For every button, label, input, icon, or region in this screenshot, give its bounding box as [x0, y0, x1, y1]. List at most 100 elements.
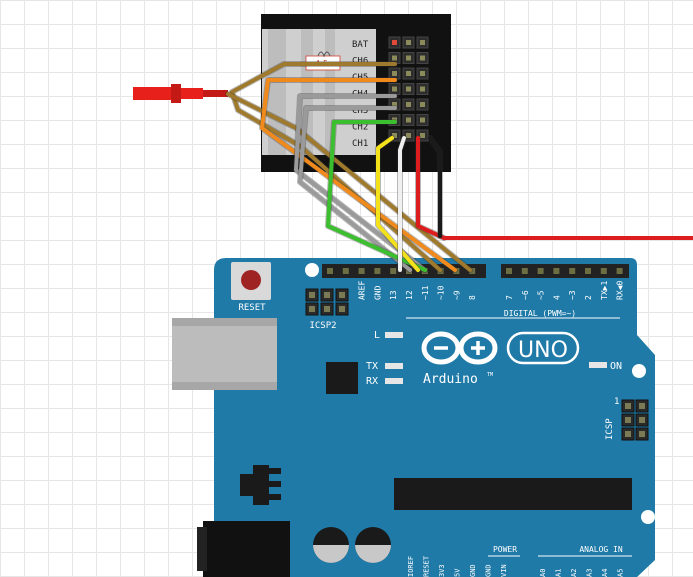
icsp-pin1-label: 1 [614, 397, 619, 407]
channel-label: BAT [352, 40, 369, 50]
reset-button[interactable] [231, 262, 271, 300]
header-pin [469, 268, 476, 274]
header-pin-label: ~3 [568, 290, 577, 300]
receiver-pin [416, 36, 429, 49]
led-on [589, 362, 607, 368]
led-rx [385, 378, 403, 384]
header-pin [358, 268, 365, 274]
wire-black [427, 135, 443, 239]
header-pin-label: ~9 [452, 290, 461, 300]
header-pin-label: 8 [468, 295, 477, 300]
mount-hole [305, 263, 319, 277]
capacitor [355, 527, 391, 563]
capacitor [313, 527, 349, 563]
header-pin [569, 268, 576, 274]
wire-ch3-gray [297, 105, 413, 273]
analog-pin-label: A2 [570, 569, 578, 577]
receiver-pin [402, 67, 415, 80]
header-pin [374, 268, 381, 274]
analog-pin-label: A1 [555, 569, 563, 577]
icsp-header [621, 399, 649, 441]
header-pin [553, 268, 560, 274]
analog-pin-label: A0 [539, 569, 547, 577]
uno-badge: UNO [506, 331, 580, 365]
power-pin-label: VIN [500, 564, 508, 577]
header-pin-label: AREF [358, 281, 367, 300]
digital-label: DIGITAL (PWM=~) [504, 309, 576, 318]
header-pin [585, 268, 591, 274]
header-pin-label: 7 [505, 295, 514, 300]
wire-ch5-orange [259, 77, 458, 273]
header-pin-label: 12 [405, 290, 414, 300]
power-pin-label: RESET [423, 555, 431, 577]
header-pin [616, 268, 623, 274]
wires [225, 61, 473, 273]
analog-pin-label: A3 [586, 569, 594, 577]
header-pin [390, 268, 397, 274]
analog-label: ANALOG IN [579, 545, 623, 554]
receiver-pin [416, 129, 429, 142]
atmega-chip [394, 478, 632, 510]
receiver-pin [402, 36, 415, 49]
header-pin-label: ~11 [421, 285, 430, 300]
power-jack [197, 521, 290, 577]
header-pin-label: 13 [389, 290, 398, 300]
mount-hole [632, 364, 646, 378]
receiver-pin [388, 83, 401, 95]
led-l-label: L [374, 330, 380, 341]
led-l [385, 332, 403, 338]
receiver-pin [416, 67, 429, 80]
led-tx [385, 363, 403, 369]
receiver-pin [416, 52, 429, 64]
header-pin [506, 268, 512, 274]
arduino-logo-icon [421, 331, 498, 365]
wire-red [415, 135, 447, 241]
wire-ch6-brown-lower [225, 91, 473, 273]
voltage-regulator [240, 465, 281, 505]
reset-label: RESET [238, 303, 266, 313]
wire-ch6-brown [229, 61, 443, 273]
wire-ch4-gray [293, 93, 428, 273]
receiver-pin [416, 83, 429, 95]
channel-label: CH3 [352, 106, 368, 116]
receiver-pin [402, 83, 415, 95]
icsp-label: ICSP [605, 418, 615, 440]
header-pin-label: ~10 [437, 285, 446, 300]
receiver-pin [402, 52, 415, 64]
header-pin-label: ~6 [521, 290, 530, 300]
wire-ch2-green [325, 119, 428, 273]
power-pin-label: 3V3 [438, 564, 446, 577]
icsp2-header [305, 288, 349, 316]
header-pin [537, 268, 544, 274]
receiver-pin [402, 98, 415, 111]
receiver-pin [402, 129, 415, 142]
led-tx-label: TX [366, 361, 378, 372]
tm-text: TM [487, 372, 493, 378]
power-pin-label: IOREF [407, 556, 415, 577]
wire-white [397, 135, 407, 273]
analog-pin-label: A4 [601, 569, 609, 577]
receiver-pin [388, 129, 401, 142]
channel-label: CH6 [352, 57, 368, 67]
header-pin [327, 268, 333, 274]
led-on-label: ON [610, 361, 622, 372]
usb-port [172, 318, 277, 390]
digital-header-left [322, 264, 486, 278]
power-pin-label: GND [469, 564, 477, 577]
mount-hole [641, 510, 655, 524]
usb-chip [326, 362, 358, 394]
analog-pin-label: A5 [617, 569, 625, 577]
channel-label: CH1 [352, 139, 368, 149]
digital-header-right [501, 264, 629, 278]
antenna-wire [133, 84, 228, 103]
header-pin-label: 2 [584, 295, 593, 300]
channel-label: CH2 [352, 123, 368, 133]
header-pin [600, 268, 607, 274]
header-pin-label: 4 [552, 295, 561, 300]
header-pin-label: GND [373, 285, 382, 300]
power-label: POWER [493, 545, 517, 554]
icsp2-label: ICSP2 [309, 321, 336, 331]
